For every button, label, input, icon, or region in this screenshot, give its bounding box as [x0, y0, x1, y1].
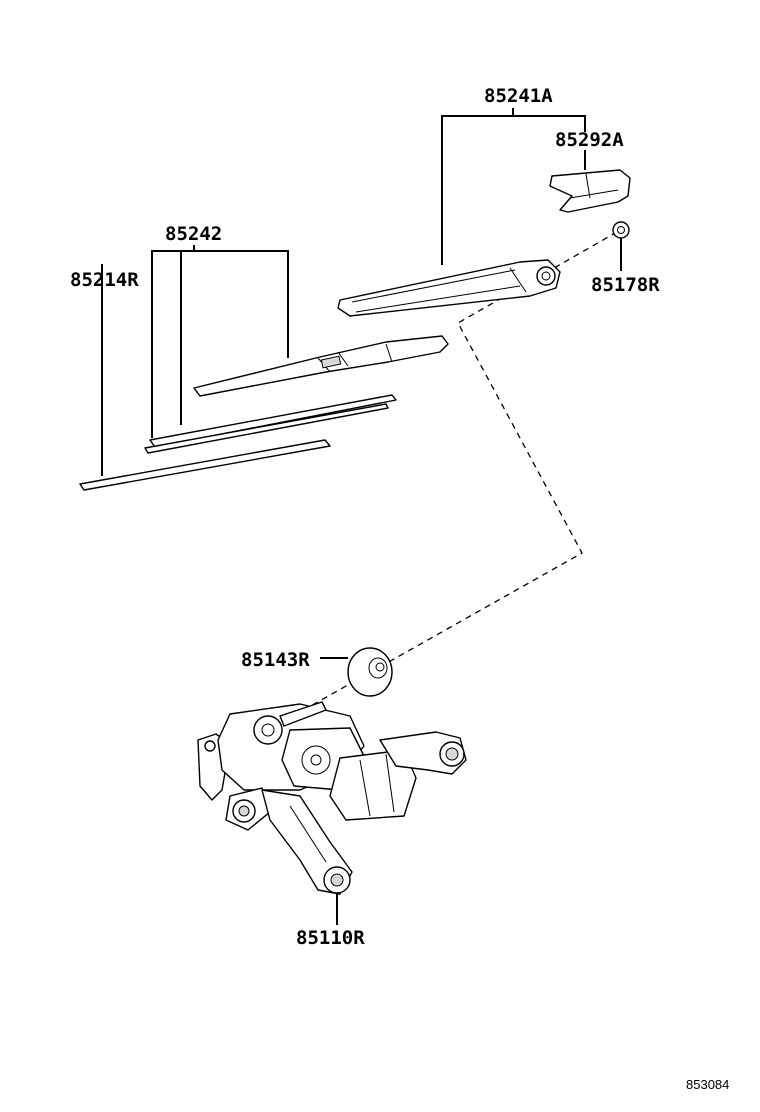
label-85214R: 85214R	[70, 269, 139, 291]
label-85241A: 85241A	[484, 85, 553, 107]
label-85292A: 85292A	[555, 129, 624, 151]
blade-rubber-strips	[79, 394, 397, 491]
label-85242: 85242	[165, 223, 222, 245]
wiper-motor-assembly	[197, 701, 467, 895]
pivot-seal	[347, 647, 393, 697]
leader-85242	[151, 245, 289, 438]
wiper-blade	[193, 335, 449, 397]
arm-nut	[612, 221, 630, 239]
leader-85241A	[441, 108, 586, 265]
label-85110R: 85110R	[296, 927, 365, 949]
arm-cap	[549, 169, 631, 213]
wiper-arm	[337, 259, 561, 317]
label-85178R: 85178R	[591, 274, 660, 296]
diagram-reference-number: 853084	[686, 1077, 729, 1092]
label-85143R: 85143R	[241, 649, 310, 671]
